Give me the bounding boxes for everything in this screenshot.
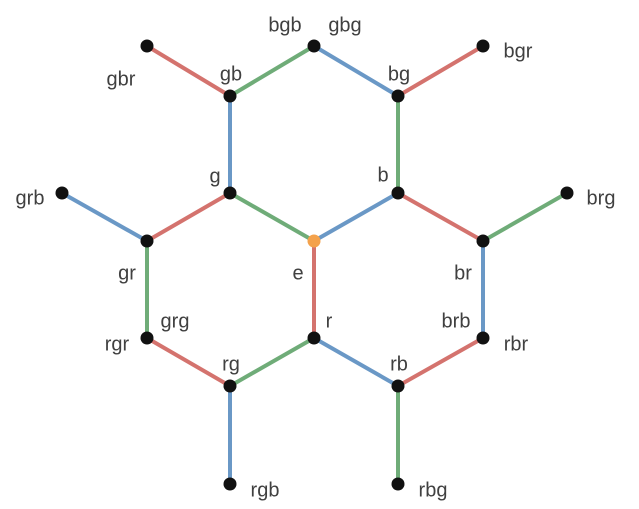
edge-e-g — [228, 191, 316, 243]
nodes-layer — [55, 39, 574, 491]
node-label-e: e — [292, 262, 303, 284]
edge-gr-grb — [60, 191, 149, 243]
node-label-rg: rg — [222, 353, 240, 375]
node-gr — [140, 234, 154, 248]
node-label-rb: rb — [390, 353, 408, 375]
node-label-b: b — [377, 164, 388, 186]
node-label-bg: bg — [388, 63, 410, 85]
edge-g-gr — [145, 191, 232, 243]
node-label-rgr: rgr — [105, 333, 130, 355]
edge-rb-rbr — [396, 336, 485, 388]
node-e — [307, 234, 321, 248]
node-label-gr: gr — [118, 262, 136, 284]
edge-bg-bgb — [312, 44, 400, 98]
node-gbr — [140, 39, 154, 53]
node-bg — [391, 89, 405, 103]
node-label-bgb: bgb — [268, 14, 301, 36]
edge-bg-bgr — [396, 44, 485, 98]
edge-gb-gbr — [145, 44, 232, 98]
node-label-gb: gb — [220, 63, 242, 85]
node-br — [476, 234, 490, 248]
node-rg — [223, 379, 237, 393]
node-label-grg: grg — [161, 310, 190, 332]
node-label-rbg: rbg — [419, 479, 448, 501]
node-g — [223, 186, 237, 200]
node-label-rgb: rgb — [251, 479, 280, 501]
node-label-bgr: bgr — [504, 40, 533, 62]
edge-gb-bgb — [228, 44, 316, 98]
node-label-br: br — [454, 262, 472, 284]
node-label-r: r — [326, 310, 333, 332]
node-label-grb: grb — [16, 187, 45, 209]
node-label-gbr: gbr — [107, 68, 136, 90]
node-bgb — [307, 39, 321, 53]
edge-r-rb — [312, 336, 400, 388]
edge-e-b — [312, 191, 400, 243]
node-brg — [560, 186, 574, 200]
node-label-brg: brg — [587, 187, 616, 209]
node-label-g: g — [209, 165, 220, 187]
node-rgb — [223, 477, 237, 491]
node-grg — [140, 331, 154, 345]
node-rb — [391, 379, 405, 393]
node-gb — [223, 89, 237, 103]
edge-b-br — [396, 191, 485, 243]
node-bgr — [476, 39, 490, 53]
node-brb — [476, 331, 490, 345]
node-r — [307, 331, 321, 345]
node-label-rbr: rbr — [504, 333, 529, 355]
node-rbg — [391, 477, 405, 491]
edge-br-brg — [481, 191, 569, 243]
edge-rg-rgr — [145, 336, 232, 388]
node-label-brb: brb — [442, 310, 471, 332]
node-label-gbg: gbg — [328, 14, 361, 36]
edges-layer — [60, 44, 569, 486]
node-grb — [55, 186, 69, 200]
edge-r-rg — [228, 336, 316, 388]
node-b — [391, 186, 405, 200]
